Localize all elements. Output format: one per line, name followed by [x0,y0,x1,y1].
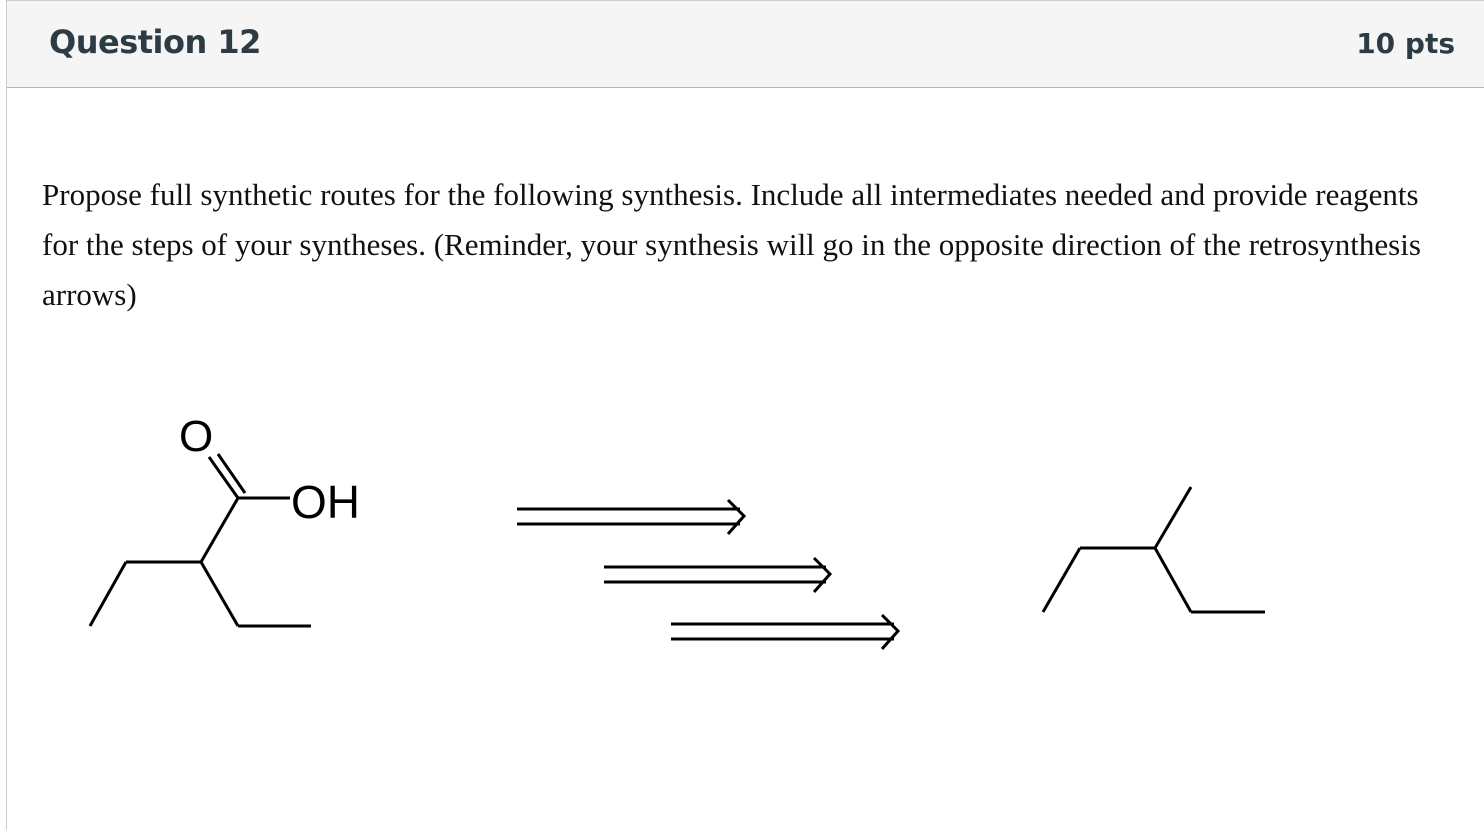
bond-sm-4 [1153,547,1193,613]
retro-arrow-1 [517,498,747,535]
target-molecule [88,453,311,628]
retro-arrow-2 [604,556,833,593]
carbonyl-oxygen-label: O [179,412,213,461]
starting-material [1041,486,1265,614]
question-header: Question 12 10 pts [7,0,1484,88]
bond-carbonyl-double-1 [207,456,240,499]
bond-sm-3 [1153,486,1193,549]
bond-alpha-carbonyl [199,497,240,563]
bond-ch3-ch2-left [88,561,128,627]
question-prompt: Propose full synthetic routes for the fo… [42,177,1421,312]
retro-arrow-3 [671,613,901,650]
bond-carbonyl-double-2 [216,453,247,494]
retrosynthesis-arrows [517,498,901,650]
hydroxyl-label: OH [291,476,360,528]
bond-sm-1 [1041,547,1082,613]
question-points: 10 pts [1356,27,1455,60]
question-card: Question 12 10 pts [6,0,1484,830]
question-title: Question 12 [49,23,261,61]
bond-alpha-ch2-right [199,561,240,627]
